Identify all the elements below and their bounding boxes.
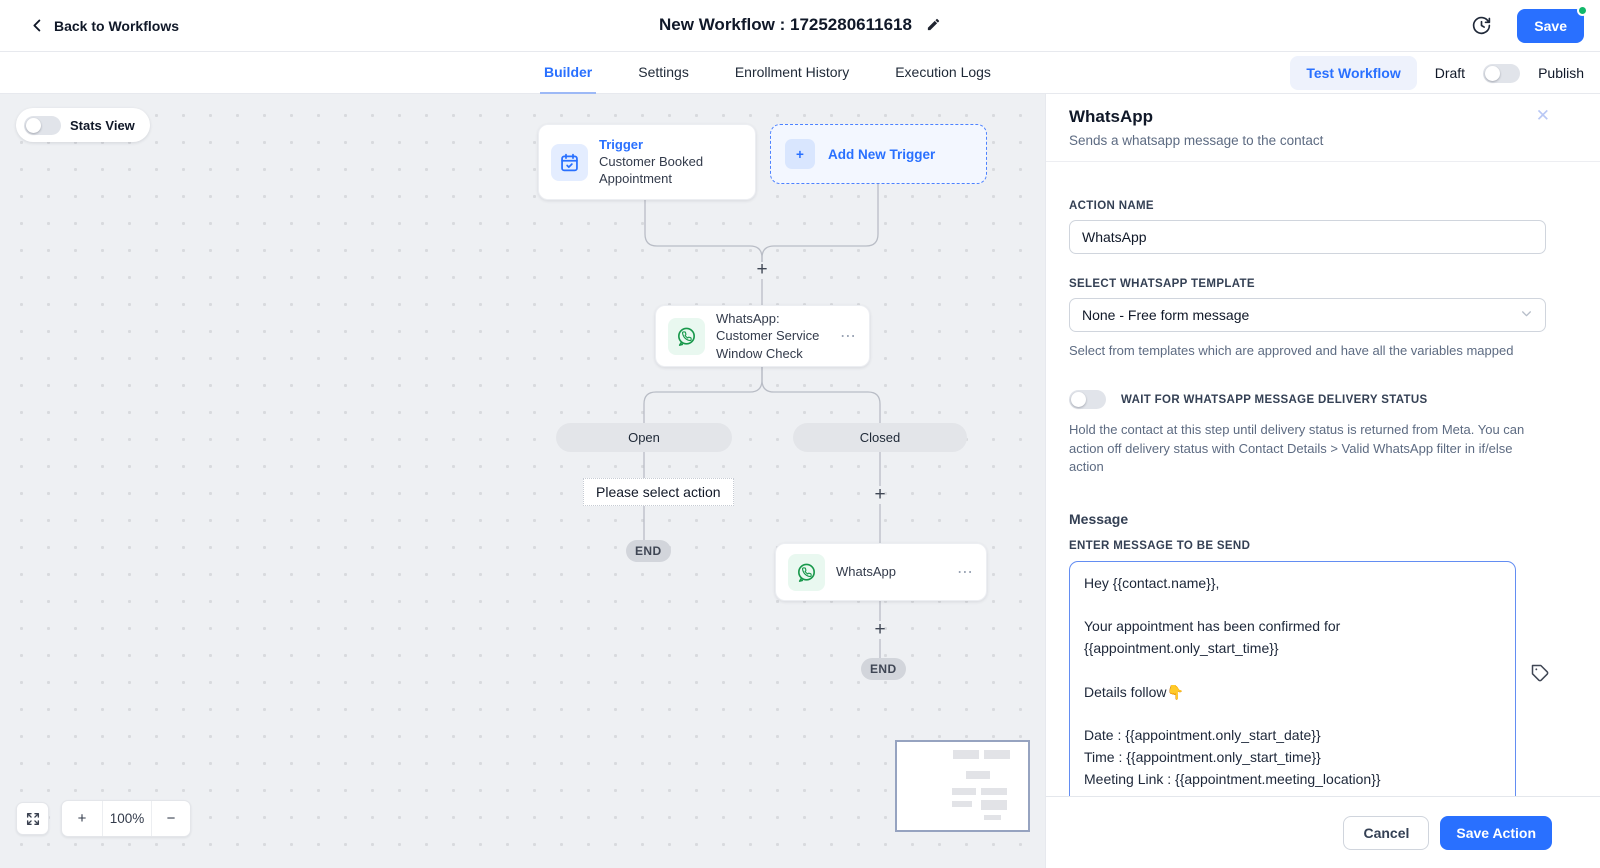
back-to-workflows-button[interactable]: Back to Workflows: [30, 18, 179, 34]
action-settings-panel: WhatsApp ✕ Sends a whatsapp message to t…: [1045, 94, 1600, 868]
back-label: Back to Workflows: [54, 17, 179, 34]
tabs: Builder Settings Enrollment History Exec…: [540, 52, 995, 94]
cancel-button[interactable]: Cancel: [1343, 815, 1430, 850]
panel-body: ACTION NAME SELECT WHATSAPP TEMPLATE Non…: [1046, 200, 1600, 809]
save-button[interactable]: Save: [1517, 4, 1588, 43]
end-node: END: [626, 540, 671, 562]
branch-closed-pill: Closed: [793, 423, 967, 452]
connector-lines: [643, 184, 881, 658]
top-actions: Save: [1469, 4, 1588, 43]
workflow-title: New Workflow : 1725280611618: [0, 15, 1600, 37]
save-action-button[interactable]: Save Action: [1440, 815, 1552, 850]
minimap-node: [966, 771, 990, 779]
calendar-check-icon: [551, 143, 588, 181]
whatsapp-template-select[interactable]: None - Free form message: [1069, 298, 1546, 332]
add-action-plus[interactable]: +: [874, 484, 886, 505]
tab-execution-logs[interactable]: Execution Logs: [895, 64, 991, 80]
template-selected-value: None - Free form message: [1082, 307, 1250, 323]
add-action-plus[interactable]: +: [874, 619, 886, 640]
whatsapp-node-title: WhatsApp: [836, 564, 896, 580]
action-name-input[interactable]: [1069, 220, 1546, 254]
whatsapp-check-node[interactable]: WhatsApp: Customer Service Window Check …: [655, 305, 870, 367]
whatsapp-action-node[interactable]: WhatsApp ⋯: [775, 543, 987, 601]
minimap-node: [981, 800, 1007, 810]
stats-view-toggle-pill[interactable]: Stats View: [16, 108, 150, 142]
draft-label: Draft: [1434, 65, 1466, 81]
template-label: SELECT WHATSAPP TEMPLATE: [1069, 278, 1255, 290]
wait-delivery-help-text: Hold the contact at this step until deli…: [1069, 422, 1525, 475]
tab-settings[interactable]: Settings: [638, 64, 689, 80]
test-workflow-button[interactable]: Test Workflow: [1290, 56, 1417, 90]
close-icon[interactable]: ✕: [1535, 106, 1550, 125]
minimap[interactable]: [895, 740, 1030, 832]
custom-values-tag-icon[interactable]: [1530, 663, 1550, 688]
action-name-label: ACTION NAME: [1069, 200, 1154, 212]
message-field-wrap: Hey {{contact.name}}, Your appointment h…: [1069, 560, 1549, 809]
stats-view-toggle[interactable]: [24, 115, 61, 135]
branch-open-pill: Open: [556, 423, 732, 452]
panel-footer: Cancel Save Action: [1046, 796, 1600, 868]
workflow-tab-bar: Builder Settings Enrollment History Exec…: [0, 52, 1600, 94]
zoom-in-button[interactable]: +: [77, 810, 87, 827]
minimap-node: [952, 801, 972, 807]
workflow-canvas[interactable]: Stats View Trigger Customer Booked Appoi…: [0, 94, 1045, 868]
template-help-text: Select from templates which are approved…: [1069, 343, 1514, 358]
stats-view-label: Stats View: [70, 117, 135, 133]
panel-title: WhatsApp: [1069, 107, 1154, 126]
version-history-icon[interactable]: [1469, 14, 1493, 38]
unsaved-status-dot: [1577, 4, 1588, 16]
minimap-node: [984, 815, 1001, 820]
whatsapp-icon: [668, 317, 705, 355]
message-label: ENTER MESSAGE TO BE SEND: [1069, 539, 1251, 552]
zoom-controls: + 100% −: [61, 800, 191, 837]
zoom-level: 100%: [102, 801, 152, 836]
plus-icon: +: [785, 139, 815, 169]
edit-title-icon[interactable]: [926, 17, 941, 37]
end-node: END: [861, 658, 906, 680]
tab-builder[interactable]: Builder: [540, 52, 597, 94]
whatsapp-check-title: WhatsApp: Customer Service Window Check: [716, 311, 820, 361]
message-section-heading: Message: [1069, 510, 1129, 527]
wait-delivery-toggle[interactable]: [1069, 390, 1106, 410]
wait-delivery-label: WAIT FOR WHATSAPP MESSAGE DELIVERY STATU…: [1121, 393, 1428, 406]
minimap-node: [981, 788, 1007, 795]
add-new-trigger-button[interactable]: + Add New Trigger: [770, 124, 987, 184]
fit-view-button[interactable]: [16, 802, 49, 835]
select-action-placeholder[interactable]: Please select action: [583, 478, 734, 506]
minimap-node: [952, 788, 976, 795]
panel-subtitle: Sends a whatsapp message to the contact: [1069, 133, 1324, 148]
add-trigger-label: Add New Trigger: [828, 146, 936, 162]
panel-header: WhatsApp ✕ Sends a whatsapp message to t…: [1046, 94, 1600, 162]
tab-enrollment-history[interactable]: Enrollment History: [734, 64, 850, 80]
trigger-node-title: Customer Booked Appointment: [599, 153, 704, 186]
whatsapp-icon: [788, 553, 825, 591]
minimap-node: [953, 750, 979, 759]
tabbar-right: Test Workflow Draft Publish: [1290, 52, 1584, 94]
minimap-node: [984, 750, 1010, 759]
message-textarea[interactable]: Hey {{contact.name}}, Your appointment h…: [1069, 560, 1516, 809]
trigger-node-text: Trigger Customer Booked Appointment: [599, 137, 737, 187]
chevron-left-icon: [33, 19, 41, 32]
node-menu-icon[interactable]: ⋯: [840, 328, 857, 345]
zoom-out-button[interactable]: −: [166, 810, 176, 827]
node-menu-icon[interactable]: ⋯: [957, 564, 974, 581]
wait-delivery-toggle-row: WAIT FOR WHATSAPP MESSAGE DELIVERY STATU…: [1069, 390, 1546, 410]
chevron-down-icon: [1520, 307, 1533, 323]
publish-label: Publish: [1538, 65, 1584, 81]
top-bar: Back to Workflows New Workflow : 1725280…: [0, 0, 1600, 52]
publish-toggle[interactable]: [1483, 63, 1521, 83]
trigger-kind-label: Trigger: [599, 136, 644, 152]
expand-icon: [26, 812, 39, 825]
add-action-plus[interactable]: +: [756, 259, 768, 280]
trigger-node[interactable]: Trigger Customer Booked Appointment: [538, 124, 756, 200]
